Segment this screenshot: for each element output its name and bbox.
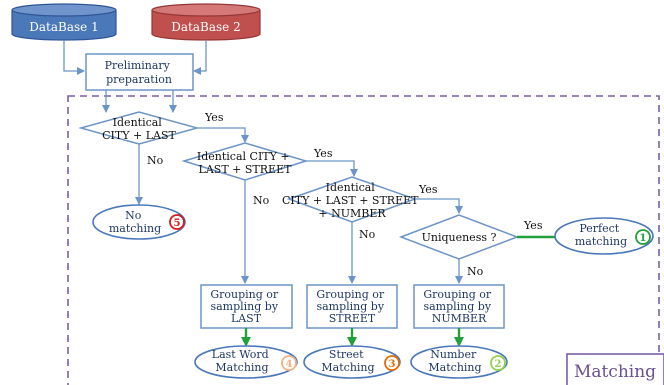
- svg-text:Grouping or sampling by: Grouping or sampling by STREET: [316, 288, 387, 325]
- street-matching-badge: [384, 355, 400, 371]
- grouping-street-line-3: STREET: [329, 312, 376, 325]
- svg-text:Grouping or sampling by: Grouping or sampling by LAST: [210, 288, 281, 325]
- database-2: DataBase 2: [151, 3, 261, 41]
- grouping-number-line-2: sampling by: [423, 300, 491, 313]
- db-connectors: [63, 40, 207, 75]
- svg-text:Number Matching: Number Matching: [428, 348, 481, 374]
- decision-city-last-street-number: Identical CITY + LAST + STREET + NUMBER: [282, 176, 422, 223]
- matching-region-label-text: Matching: [574, 362, 656, 382]
- grouping-street-line-2: sampling by: [316, 300, 384, 313]
- grouping-street-line-1: Grouping or: [316, 288, 385, 301]
- street-matching-line-2: Matching: [321, 361, 374, 374]
- prep-line-1: Preliminary: [105, 59, 171, 72]
- street-matching-badge-number: 3: [389, 359, 396, 370]
- no-matching-line-1: No: [125, 209, 142, 222]
- decision-3-line-3: + NUMBER: [318, 207, 386, 220]
- svg-text:Preliminary preparation: Preliminary preparation: [105, 59, 174, 86]
- svg-text:Identical CITY + LAST +: Identical CITY + LAST + STREET + NUMBER: [282, 181, 422, 220]
- perfect-matching-line-2: matching: [575, 235, 627, 248]
- grouping-last-line-2: sampling by: [210, 300, 278, 313]
- svg-text:Grouping or sampling by: Grouping or sampling by NUMBER: [423, 288, 494, 325]
- grouping-number-line-1: Grouping or: [423, 288, 492, 301]
- last-word-badge: [281, 355, 297, 371]
- decision-city-last-street: Identical CITY + LAST + STREET: [181, 142, 309, 181]
- perfect-matching-line-1: Perfect: [579, 222, 619, 235]
- decision-2-line-1: Identical CITY +: [197, 150, 290, 163]
- outcome-last-word-matching: Last Word Matching 4: [194, 345, 298, 379]
- decision-4-yes-label: Yes: [523, 219, 543, 232]
- outcome-number-matching: Number Matching 2: [410, 345, 508, 379]
- last-word-line-1: Last Word: [212, 348, 269, 361]
- last-word-badge-number: 4: [286, 359, 293, 370]
- database-1-label: DataBase 1: [29, 20, 98, 34]
- no-matching-badge: [169, 214, 185, 230]
- decision-2-line-2: LAST + STREET: [199, 163, 293, 176]
- preliminary-preparation: Preliminary preparation: [85, 53, 194, 91]
- prep-to-decision-arrows: [102, 90, 177, 113]
- outcome-street-matching: Street Matching 3: [303, 345, 401, 379]
- svg-text:No matching: No matching: [109, 209, 161, 235]
- last-word-line-2: Matching: [215, 361, 268, 374]
- grouping-last-line-1: Grouping or: [210, 288, 279, 301]
- decision-2-yes-label: Yes: [313, 147, 333, 160]
- decision-2-edges: [241, 160, 358, 284]
- decision-city-last: Identical CITY + LAST: [78, 111, 200, 145]
- svg-text:Identical CITY + LAST: Identical CITY + LAST: [102, 116, 176, 142]
- prep-line-2: preparation: [106, 73, 172, 86]
- decision-1-line-1: Identical: [113, 116, 163, 129]
- decision-3-edges: [348, 198, 463, 284]
- grouping-number-line-3: NUMBER: [432, 312, 487, 325]
- grouping-by-last: Grouping or sampling by LAST: [200, 284, 293, 329]
- number-matching-line-1: Number: [430, 348, 477, 361]
- decision-3-no-label: No: [359, 228, 376, 241]
- decision-uniqueness: Uniqueness ?: [398, 214, 520, 260]
- svg-text:Last Word Matching: Last Word Matching: [212, 348, 272, 374]
- number-matching-badge: [490, 355, 506, 371]
- decision-3-line-1: Identical: [326, 181, 376, 194]
- decision-3-yes-label: Yes: [418, 183, 438, 196]
- grouping-to-outcome-arrows: [241, 328, 464, 347]
- number-matching-line-2: Matching: [428, 361, 481, 374]
- decision-1-line-2: CITY + LAST: [102, 129, 176, 142]
- grouping-last-line-3: LAST: [231, 312, 262, 325]
- database-1: DataBase 1: [11, 3, 117, 41]
- matching-region: [67, 95, 660, 385]
- decision-4-no-label: No: [467, 265, 484, 278]
- grouping-by-number: Grouping or sampling by NUMBER: [413, 284, 505, 329]
- decision-2-no-label: No: [253, 194, 270, 207]
- outcome-perfect-matching: Perfect matching 1: [554, 217, 654, 255]
- svg-text:Street Matching: Street Matching: [321, 348, 374, 374]
- svg-text:Perfect matching: Perfect matching: [575, 222, 627, 248]
- matching-region-label: Matching: [566, 353, 664, 385]
- perfect-matching-badge: [635, 229, 651, 245]
- no-matching-line-2: matching: [109, 222, 161, 235]
- decision-4-label: Uniqueness ?: [422, 231, 497, 244]
- number-matching-badge-number: 2: [495, 359, 502, 370]
- database-2-label: DataBase 2: [171, 20, 240, 34]
- decision-1-no-label: No: [147, 154, 164, 167]
- decision-3-line-2: CITY + LAST + STREET: [282, 194, 419, 207]
- grouping-by-street: Grouping or sampling by STREET: [306, 284, 398, 329]
- decision-1-edges: [135, 127, 249, 205]
- no-matching-badge-number: 5: [174, 218, 181, 229]
- street-matching-line-1: Street: [329, 348, 364, 361]
- outcome-no-matching: No matching 5: [92, 204, 186, 240]
- decision-1-yes-label: Yes: [204, 111, 224, 124]
- svg-text:Identical CITY + LAST +: Identical CITY + LAST + STREET: [197, 150, 293, 176]
- perfect-matching-badge-number: 1: [640, 233, 647, 244]
